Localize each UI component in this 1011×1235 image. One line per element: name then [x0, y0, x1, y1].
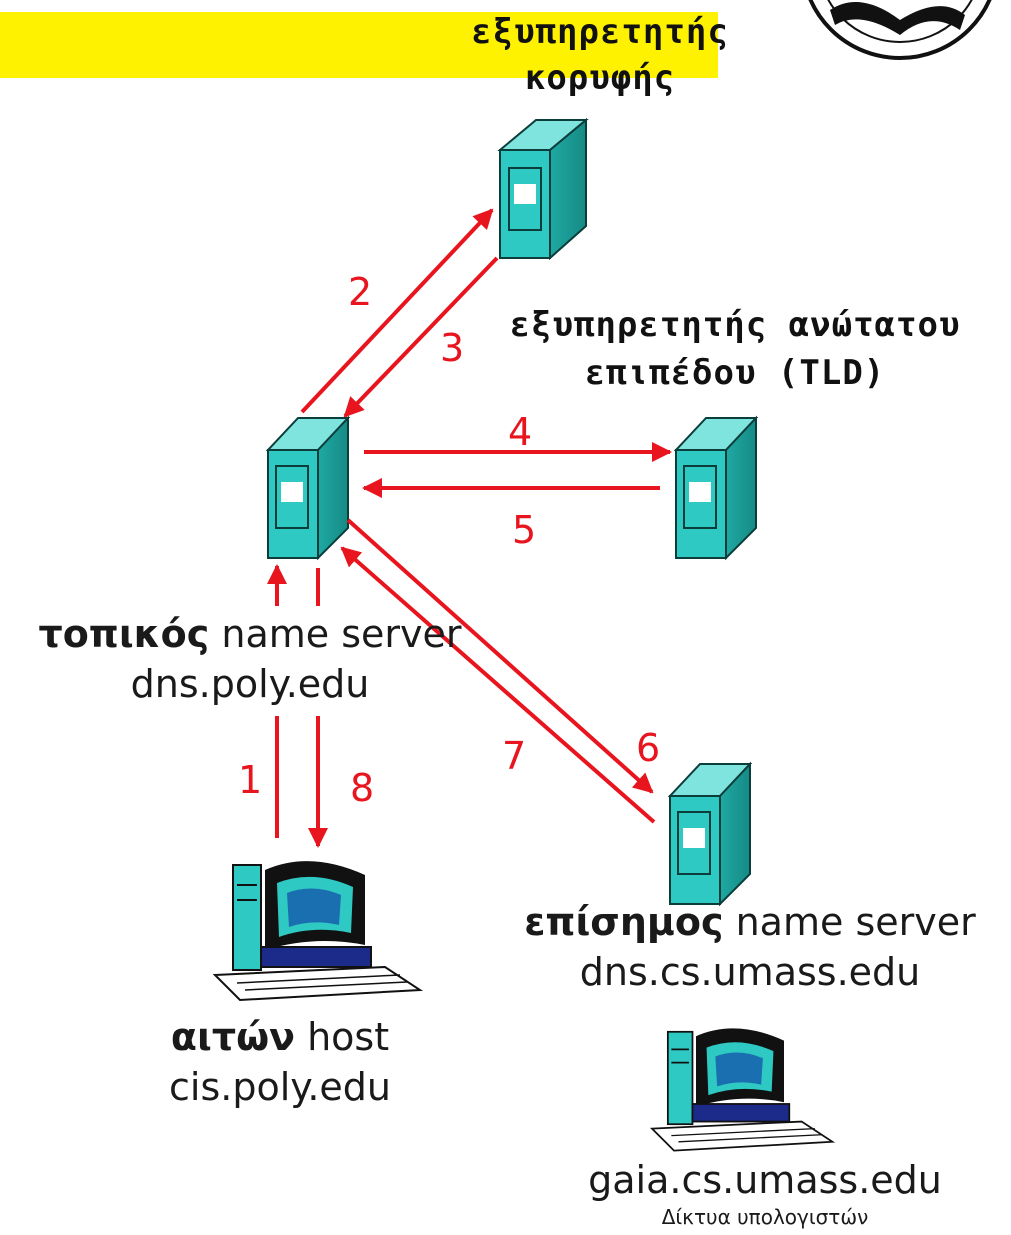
tld-server-icon — [673, 415, 759, 561]
title-highlight-bar — [0, 12, 718, 78]
local-server-icon — [265, 415, 351, 561]
local-server-label-rest: name server — [209, 612, 462, 656]
arrow-step-2 — [300, 208, 494, 414]
target-host-hostname: gaia.cs.umass.edu — [588, 1158, 942, 1202]
requester-host-hostname: cis.poly.edu — [169, 1065, 391, 1109]
university-seal-logo — [808, 0, 992, 60]
root-server-title-line1: εξυπηρετητής — [471, 12, 729, 52]
requester-host-label-line1: αιτών host — [90, 1015, 470, 1059]
root-server-title-line2: κορυφής — [524, 58, 676, 98]
authoritative-server-icon — [667, 761, 753, 907]
footer-caption: Δίκτυα υπολογιστών — [661, 1205, 869, 1229]
requester-host-label-rest: host — [294, 1015, 390, 1059]
authoritative-server-hostname: dns.cs.umass.edu — [579, 950, 921, 994]
requester-host-computer-icon — [212, 861, 424, 1002]
arrow-step-6 — [346, 518, 654, 794]
step-number-4: 4 — [508, 410, 533, 454]
step-number-2: 2 — [348, 270, 373, 314]
step-number-7: 7 — [502, 734, 527, 778]
tld-server-label: εξυπηρετητής ανώτατου επιπέδου (TLD) — [470, 305, 1000, 393]
arrow-step-7 — [340, 546, 656, 824]
authoritative-server-label-line1: επίσημος name server — [495, 900, 1005, 944]
step-number-3: 3 — [440, 326, 465, 370]
authoritative-server-label-bold: επίσημος — [524, 900, 724, 944]
requester-host-label: αιτών host cis.poly.edu — [90, 1015, 470, 1109]
step-number-6: 6 — [636, 726, 661, 770]
local-server-label-bold: τοπικός — [38, 612, 210, 656]
local-server-label: τοπικός name server dns.poly.edu — [10, 612, 490, 706]
authoritative-server-label: επίσημος name server dns.cs.umass.edu — [495, 900, 1005, 994]
step-number-1: 1 — [238, 758, 263, 802]
local-server-label-line1: τοπικός name server — [10, 612, 490, 656]
tld-server-label-line1: εξυπηρετητής ανώτατου — [509, 305, 961, 345]
query-arrows — [267, 208, 672, 848]
local-server-hostname: dns.poly.edu — [130, 662, 370, 706]
authoritative-server-label-rest: name server — [723, 900, 976, 944]
root-server-icon — [497, 117, 589, 261]
step-number-5: 5 — [512, 508, 537, 552]
requester-host-label-bold: αιτών — [170, 1015, 295, 1059]
step-number-8: 8 — [350, 766, 375, 810]
target-host-computer-icon — [649, 1028, 836, 1152]
arrow-step-3 — [343, 256, 499, 418]
root-server-title: εξυπηρετητής κορυφής — [440, 12, 760, 98]
tld-server-label-line2: επιπέδου (TLD) — [584, 353, 886, 393]
